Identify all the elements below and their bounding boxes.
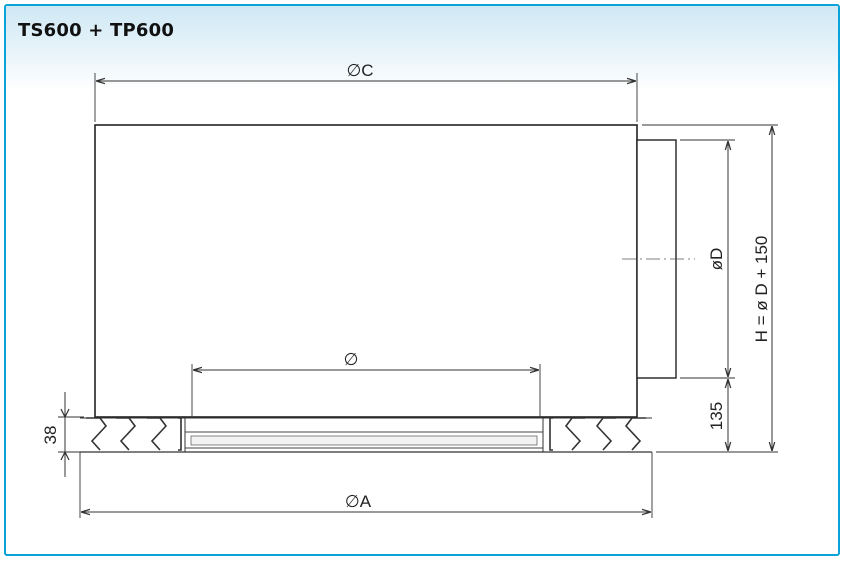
ceiling-panel <box>80 417 652 453</box>
label-dia-c: ∅C <box>346 61 373 80</box>
right-profile-clips <box>549 417 646 451</box>
header-band <box>6 6 838 91</box>
dim-arrow-38-bottom <box>60 450 70 461</box>
label-dia-d: øD <box>707 248 726 271</box>
left-profile-clips <box>86 417 182 451</box>
label-38: 38 <box>41 426 60 445</box>
unit-housing <box>94 124 638 418</box>
dim-arrow-38-top <box>60 408 70 419</box>
label-dia-inner: ∅ <box>344 350 359 369</box>
label-dia-a: ∅A <box>345 492 372 511</box>
diagram-title: TS600 + TP600 <box>18 20 175 41</box>
label-height-total: H = ø D + 150 <box>752 236 771 343</box>
label-135: 135 <box>707 402 726 430</box>
